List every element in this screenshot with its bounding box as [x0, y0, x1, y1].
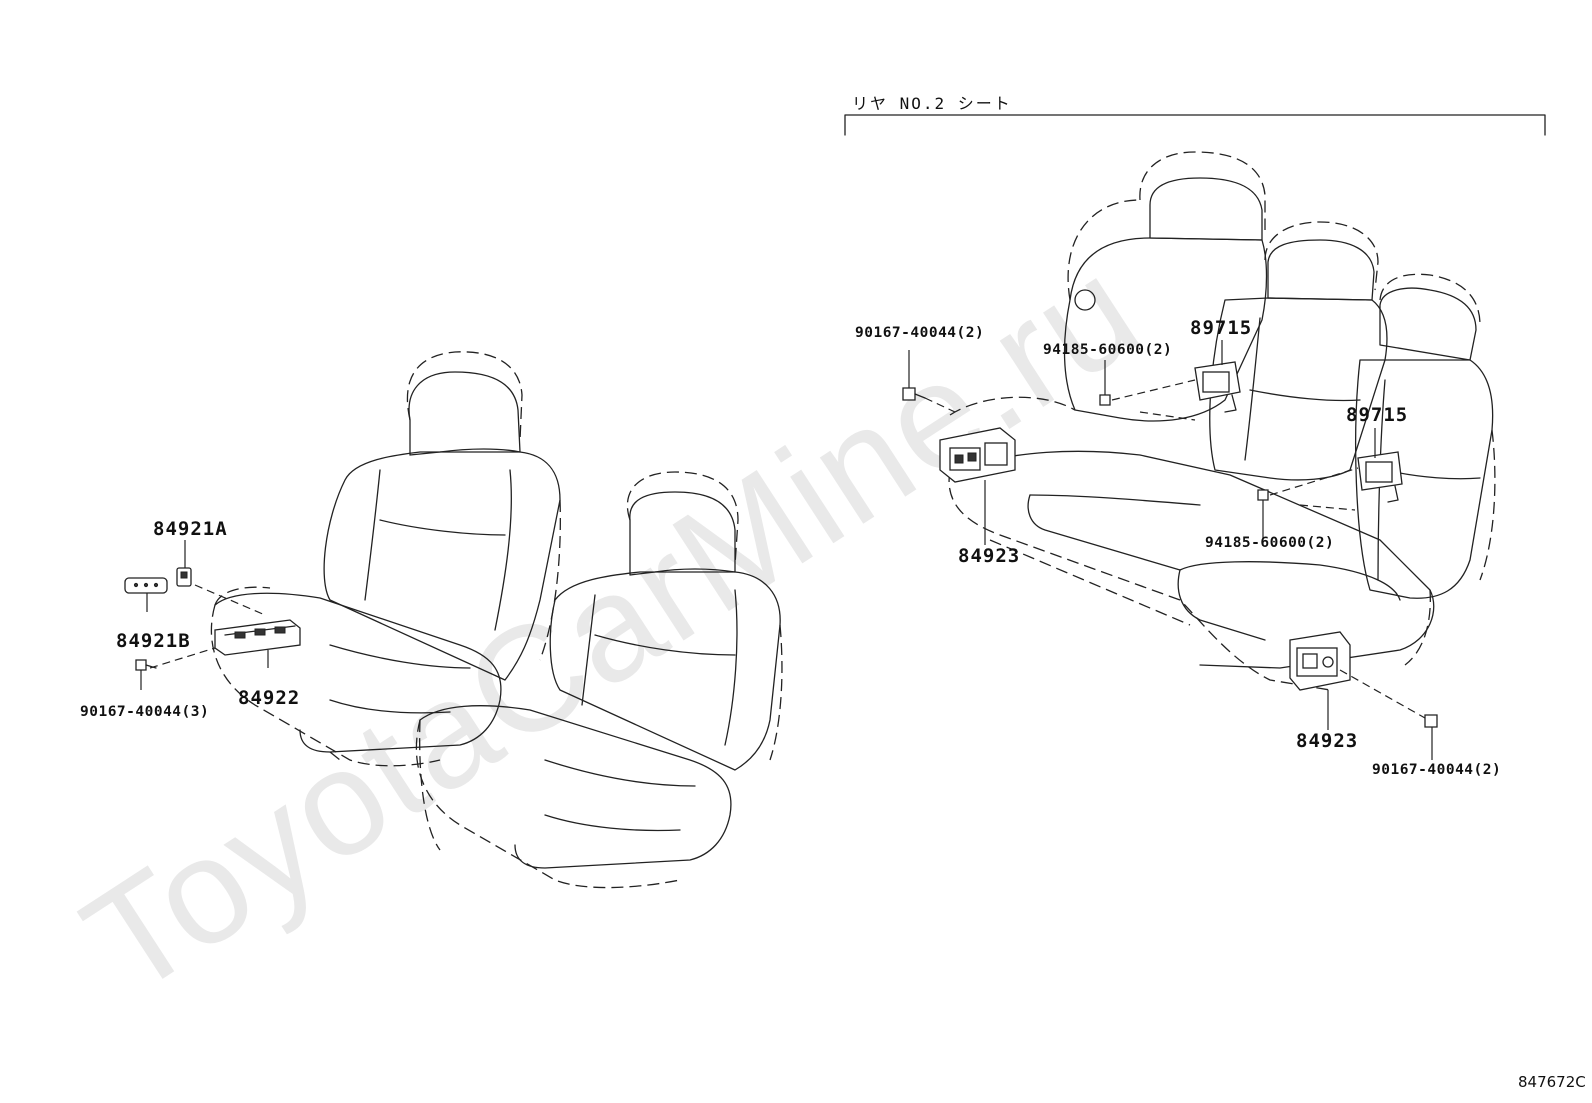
label-84921b: 84921B — [116, 630, 191, 652]
label-rear-89715-upper: 89715 — [1190, 317, 1253, 339]
label-rear-84923-left: 84923 — [958, 545, 1021, 567]
section-bracket — [844, 114, 1546, 136]
front-switch-parts — [124, 540, 301, 690]
label-84921a: 84921A — [153, 518, 228, 540]
rear-parts — [902, 340, 1438, 760]
label-rear-screw-upper: 94185-60600(2) — [1043, 342, 1173, 358]
label-rear-84923-right: 84923 — [1296, 730, 1359, 752]
label-rear-bolt-right: 90167-40044(2) — [1372, 762, 1502, 778]
label-front-bolt: 90167-40044(3) — [80, 704, 210, 720]
front-seat-left — [210, 351, 561, 767]
front-seat-right — [415, 471, 783, 889]
label-84922: 84922 — [238, 687, 301, 709]
section-title: リヤ NO.2 シート — [852, 94, 1012, 113]
label-rear-89715-lower: 89715 — [1346, 404, 1409, 426]
label-rear-bolt-left: 90167-40044(2) — [855, 325, 985, 341]
watermark-text: ToyotaCarMine.ru — [56, 224, 1167, 1027]
label-rear-screw-lower: 94185-60600(2) — [1205, 535, 1335, 551]
figure-code: 847672C — [1518, 1073, 1586, 1091]
